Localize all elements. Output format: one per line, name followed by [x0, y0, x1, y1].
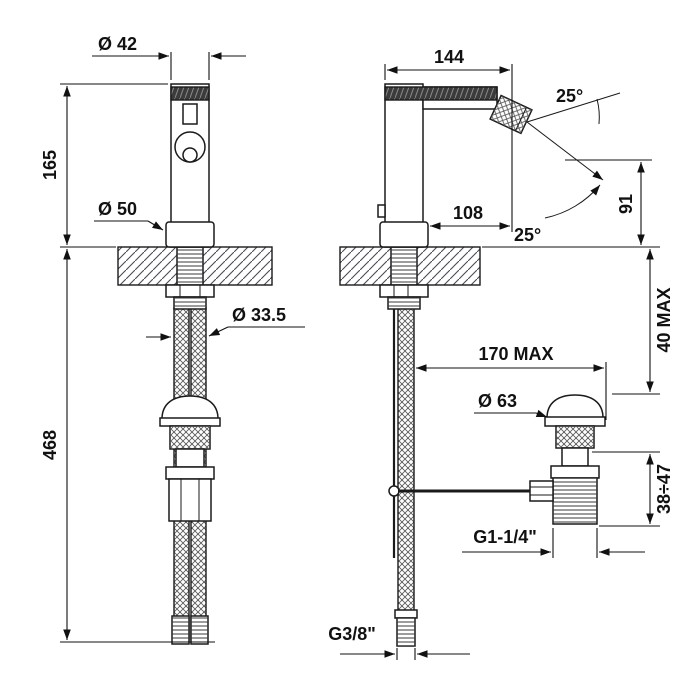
dim-label-height-468: 468 [40, 430, 60, 460]
faucet-body-front [165, 83, 215, 248]
dim-label-diameter-42: Ø 42 [98, 34, 137, 54]
pop-up-rod [388, 300, 538, 558]
hose-fittings-front [171, 615, 209, 645]
dim-label-height-91: 91 [616, 194, 636, 214]
dim-label-diameter-33-5: Ø 33.5 [232, 305, 286, 325]
dim-label-range-38-47: 38÷47 [654, 464, 674, 514]
mounting-nut-side [379, 284, 429, 310]
dim-label-diameter-63: Ø 63 [478, 391, 517, 411]
dim-label-angle-25-upper: 25° [556, 86, 583, 106]
side-view [339, 83, 621, 647]
dimension-annotations: Ø 42 165 468 Ø 50 Ø 33.5 144 108 25° 25° [40, 34, 674, 660]
front-view [117, 83, 273, 645]
dim-label-diameter-50: Ø 50 [98, 199, 137, 219]
pop-up-waste-side [529, 394, 606, 525]
dim-label-angle-25-lower: 25° [514, 225, 541, 245]
faucet-body-side [377, 83, 533, 248]
countertop-side [339, 246, 481, 286]
dim-label-40-max: 40 MAX [654, 287, 674, 352]
spout-head [489, 94, 533, 135]
dim-label-length-108: 108 [453, 203, 483, 223]
dim-label-thread-g1-1-4: G1-1/4" [473, 527, 537, 547]
dim-label-length-144: 144 [434, 47, 464, 67]
countertop-front [117, 246, 273, 286]
dim-label-height-165: 165 [40, 150, 60, 180]
swivel-range-lines [526, 92, 621, 219]
dim-label-thread-g3-8: G3/8" [328, 624, 376, 644]
dim-label-170-max: 170 MAX [478, 344, 553, 364]
pop-up-waste-front [159, 395, 221, 522]
supply-hose-side [394, 307, 418, 647]
mounting-nut-front [165, 284, 215, 310]
